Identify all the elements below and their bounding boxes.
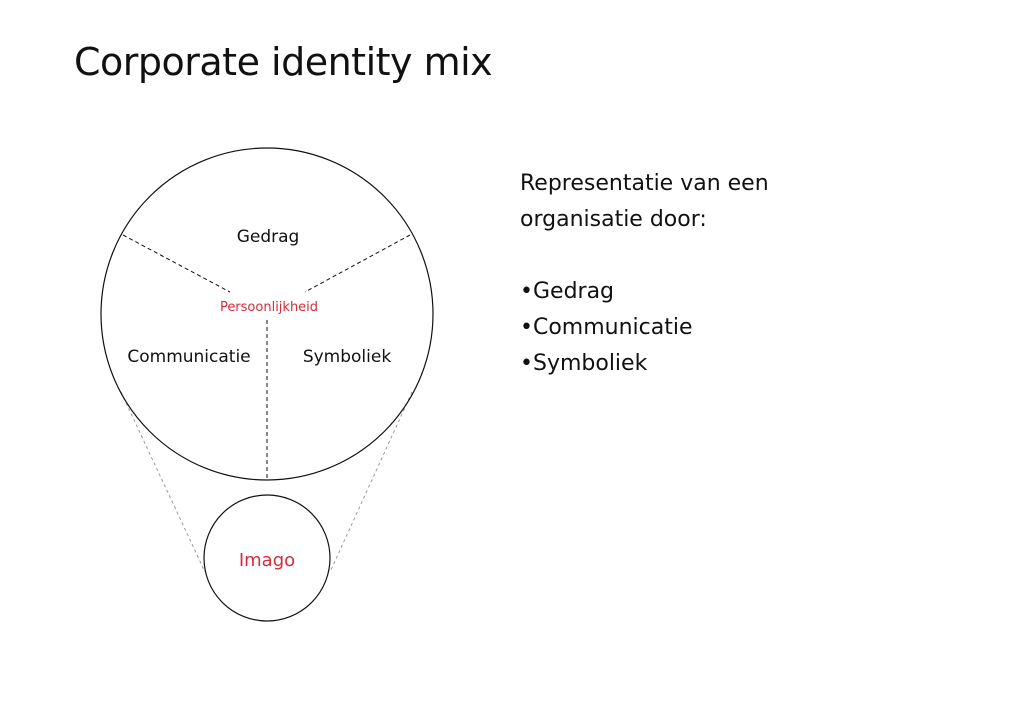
slide-title: Corporate identity mix xyxy=(74,40,493,84)
divider-upper-left xyxy=(122,234,231,293)
bullet-text: Gedrag xyxy=(532,279,615,304)
description-intro: Representatie van een organisatie door: xyxy=(520,166,960,238)
funnel-line-left xyxy=(120,391,206,573)
imago-circle xyxy=(203,494,331,622)
divider-upper-right xyxy=(304,234,411,293)
funnel-line-right xyxy=(329,391,413,573)
segment-label-symboliek: Symboliek xyxy=(303,347,392,367)
bullet-item: Symboliek xyxy=(520,346,960,382)
bullet-text: Communicatie xyxy=(532,315,693,340)
segment-label-gedrag: Gedrag xyxy=(237,227,300,247)
intro-line: organisatie door: xyxy=(520,207,707,232)
bullet-text: Symboliek xyxy=(532,351,648,376)
identity-circle xyxy=(100,147,434,481)
bullet-item: Communicatie xyxy=(520,310,960,346)
result-label-imago: Imago xyxy=(239,550,295,571)
center-label-persoonlijkheid: Persoonlijkheid xyxy=(220,300,318,315)
segment-label-communicatie: Communicatie xyxy=(127,347,250,367)
bullet-list: Gedrag Communicatie Symboliek xyxy=(520,274,960,382)
bullet-item: Gedrag xyxy=(520,274,960,310)
intro-line: Representatie van een xyxy=(520,171,769,196)
description-block: Representatie van een organisatie door: … xyxy=(520,166,960,382)
